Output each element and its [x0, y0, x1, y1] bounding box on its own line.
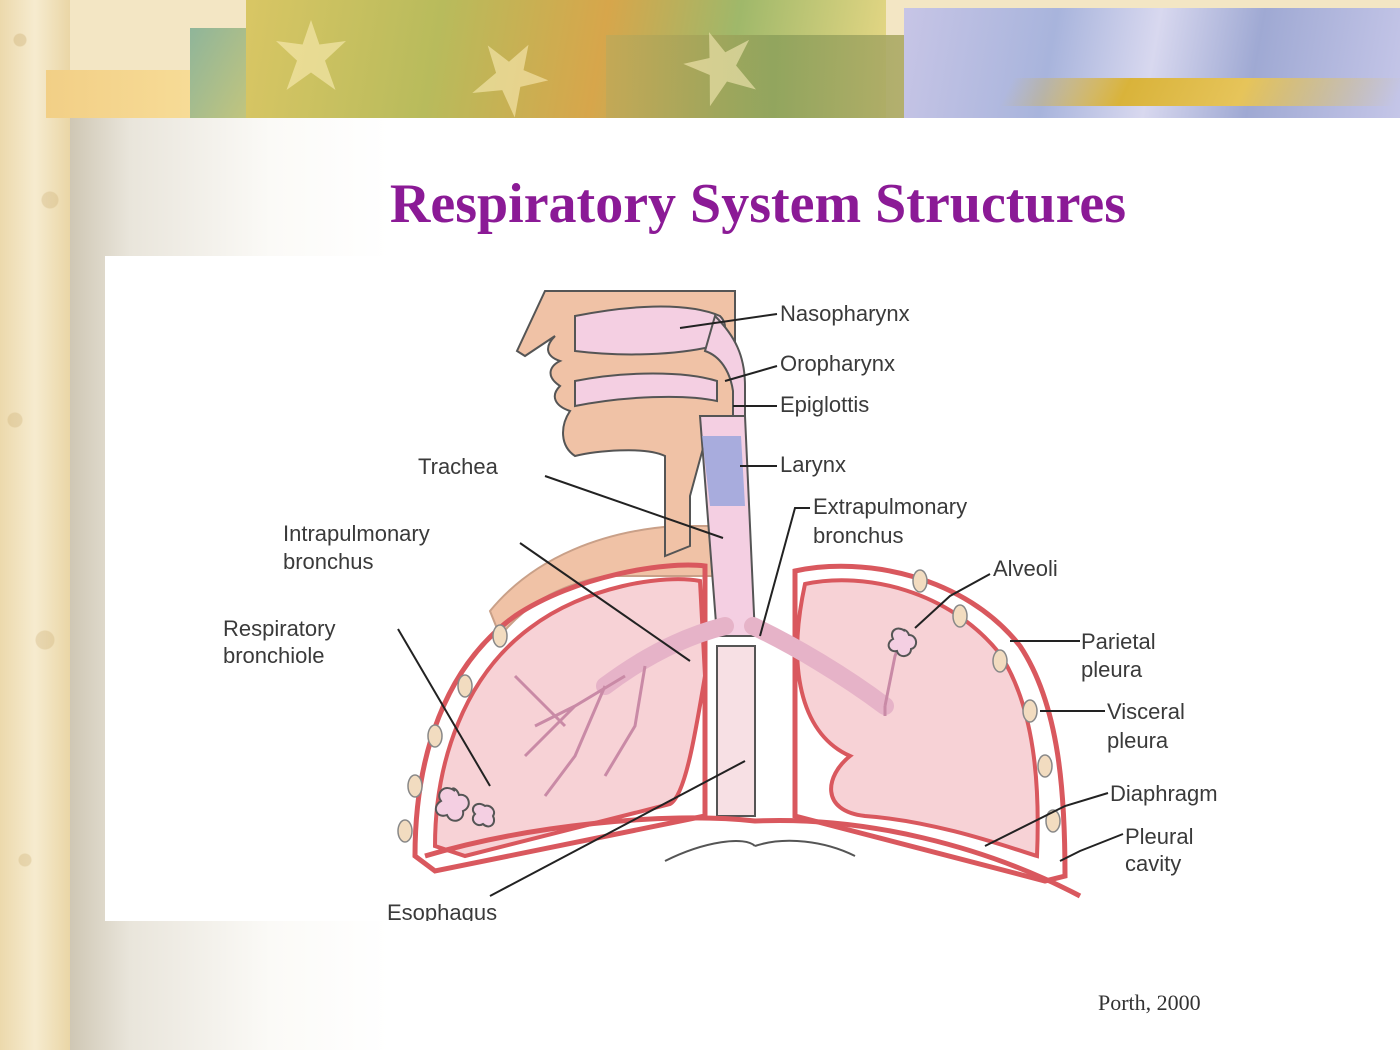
label-trachea: Trachea: [418, 454, 499, 479]
right-lung: [795, 578, 1040, 859]
label-respiratory-line1: Respiratory: [223, 616, 335, 641]
label-larynx: Larynx: [780, 452, 846, 477]
diaphragm-inner: [664, 839, 856, 862]
label-extrapulmonary-line1: Extrapulmonary: [813, 494, 967, 519]
label-diaphragm: Diaphragm: [1110, 781, 1218, 806]
slide-title: Respiratory System Structures: [389, 173, 1127, 235]
nasal-cavity: [574, 305, 726, 356]
respiratory-diagram-svg: Nasopharynx Oropharynx Epiglottis Larynx…: [223, 290, 1218, 921]
label-nasopharynx: Nasopharynx: [780, 301, 910, 326]
banner-block-gold: [46, 70, 196, 118]
label-visceral-line2: pleura: [1107, 728, 1169, 753]
label-parietal-line1: Parietal: [1081, 629, 1156, 654]
label-pleural-line1: Pleural: [1125, 824, 1193, 849]
left-lung: [432, 577, 708, 859]
label-alveoli: Alveoli: [993, 556, 1058, 581]
citation: Porth, 2000: [1098, 990, 1201, 1015]
banner-wheat-stalk: [999, 78, 1400, 106]
rib-beads: [397, 569, 1061, 843]
decorative-banner: [46, 0, 1400, 118]
label-intrapulmonary-line2: bronchus: [283, 549, 374, 574]
parchment-border: [0, 0, 70, 1050]
label-intrapulmonary-line1: Intrapulmonary: [283, 521, 430, 546]
label-visceral-line1: Visceral: [1107, 699, 1185, 724]
esophagus-tube: [716, 645, 756, 817]
right-lung-parietal: [792, 563, 1068, 884]
label-pleural-line2: cavity: [1125, 851, 1181, 876]
label-extrapulmonary-line2: bronchus: [813, 523, 904, 548]
leader-lines: [397, 313, 1124, 897]
bronchial-tree: [513, 630, 907, 797]
diaphragm-line: [424, 815, 1082, 899]
main-bronchi: [596, 617, 894, 715]
respiratory-diagram: Nasopharynx Oropharynx Epiglottis Larynx…: [105, 256, 1400, 921]
label-parietal-line2: pleura: [1081, 657, 1143, 682]
alveoli-cluster-left: [434, 787, 495, 828]
label-oropharynx: Oropharynx: [780, 351, 895, 376]
label-respiratory-line2: bronchiole: [223, 643, 325, 668]
oral-cavity: [574, 372, 718, 408]
label-epiglottis: Epiglottis: [780, 392, 869, 417]
alveoli-cluster: [887, 627, 917, 657]
head-skin: [515, 290, 736, 558]
label-esophagus: Esophagus: [387, 900, 497, 921]
larynx-region: [702, 436, 745, 506]
